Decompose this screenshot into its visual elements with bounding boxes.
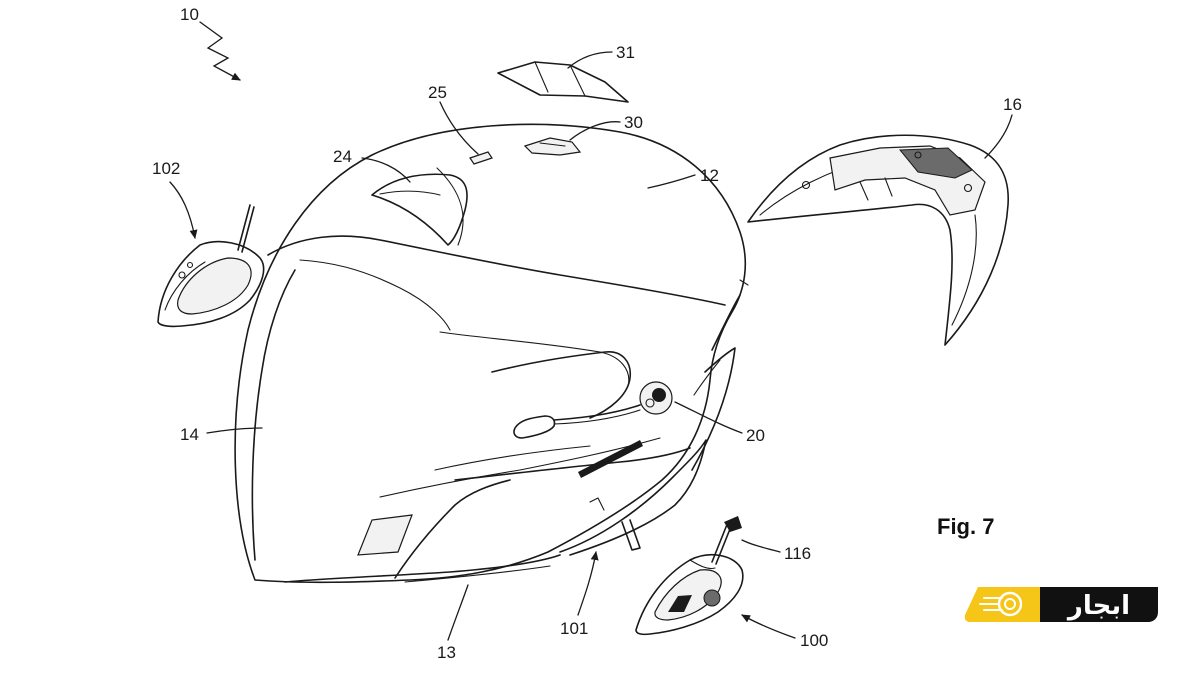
- comm-module-102: [157, 204, 265, 328]
- comm-module-100: [635, 516, 744, 636]
- figure-label: Fig. 7: [937, 514, 994, 539]
- rear-spoiler-16: [747, 134, 1009, 346]
- ref-label-13: 13: [437, 643, 456, 662]
- logo-dark-panel: [1040, 587, 1158, 622]
- ref-label-101: 101: [560, 619, 588, 638]
- helmet-shell: [234, 123, 749, 584]
- clip-30: [523, 137, 582, 156]
- vent-slot-25: [469, 151, 493, 165]
- reference-labels: 10 31 25 30 24 12 16 102 14 20 116 101 1…: [152, 5, 1022, 662]
- ref-label-30: 30: [624, 113, 643, 132]
- ref-label-25: 25: [428, 83, 447, 102]
- ref-label-24: 24: [333, 147, 352, 166]
- ref-label-12: 12: [700, 166, 719, 185]
- ref-label-14: 14: [180, 425, 199, 444]
- ref-label-100: 100: [800, 631, 828, 650]
- ref-label-10: 10: [180, 5, 199, 24]
- cover-31: [497, 61, 629, 103]
- top-vent-24: [371, 173, 468, 246]
- speaker-module-20: [513, 381, 673, 439]
- brand-logo: ابجار: [964, 587, 1158, 622]
- ref-label-116: 116: [784, 544, 811, 563]
- ref-label-16: 16: [1003, 95, 1022, 114]
- logo-text: ابجار: [1066, 591, 1130, 621]
- ref-label-31: 31: [616, 43, 635, 62]
- logo-accent-panel: [964, 587, 1040, 622]
- tire-icon: [979, 591, 1023, 617]
- ref-label-102: 102: [152, 159, 180, 178]
- ref-label-20: 20: [746, 426, 765, 445]
- leader-lines: [169, 21, 1013, 641]
